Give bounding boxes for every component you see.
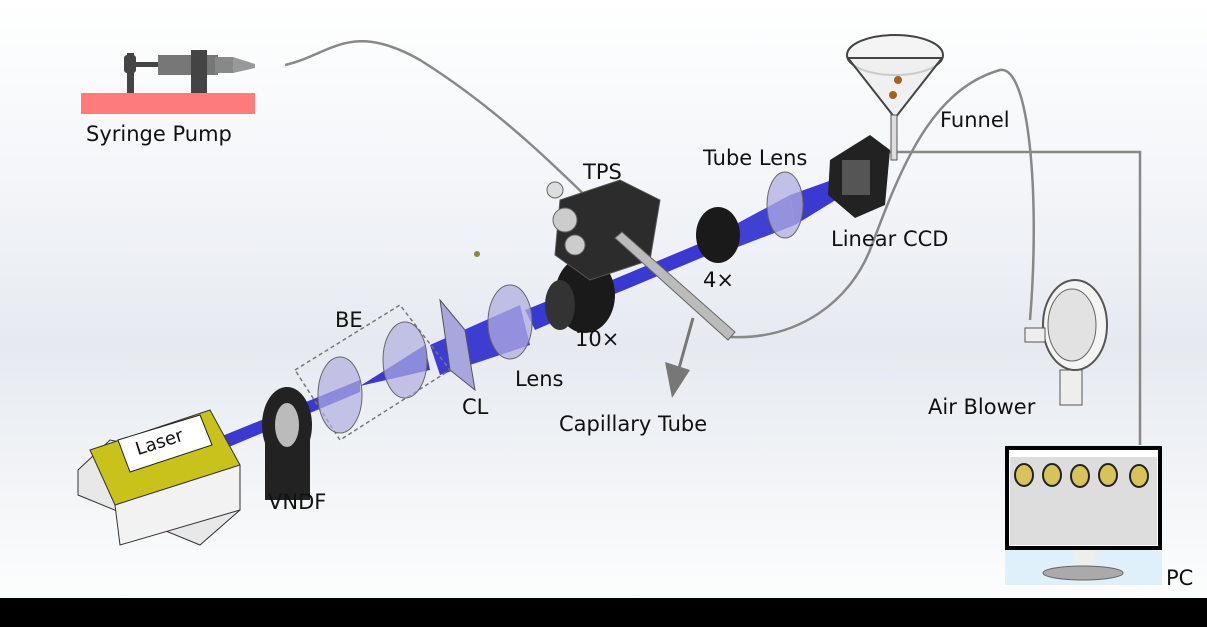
linear-ccd-icon [828, 135, 890, 218]
syringe-tube-wire [284, 40, 641, 251]
debris-dot [474, 251, 480, 257]
beam-expander-box [293, 304, 452, 442]
arrow-icon [665, 317, 695, 398]
lens-icon [487, 284, 533, 360]
objective-4x-icon [696, 207, 740, 263]
label-lens: Lens [515, 367, 564, 391]
label-tps: TPS [583, 160, 622, 184]
tps-stage-icon [546, 179, 661, 281]
cylindrical-lens-icon [439, 298, 476, 392]
label-capillary-tube: Capillary Tube [559, 412, 708, 436]
laser-icon [77, 409, 241, 546]
label-be: BE [335, 308, 363, 332]
label-air-blower: Air Blower [928, 395, 1036, 419]
air-blower-icon [1024, 279, 1108, 406]
label-cl: CL [462, 395, 489, 419]
label-syringe-pump: Syringe Pump [86, 122, 232, 146]
label-10x: 10× [575, 327, 620, 351]
funnel-icon [845, 34, 945, 161]
pc-monitor-icon [1005, 445, 1162, 585]
label-funnel: Funnel [940, 108, 1010, 132]
vndf-icon [262, 387, 312, 500]
capillary-return-wire [729, 68, 1035, 339]
label-4x: 4× [703, 268, 734, 292]
ccd-pc-cable [880, 150, 1142, 447]
capillary-tube-icon [614, 231, 736, 341]
label-tube-lens: Tube Lens [703, 146, 808, 170]
tube-lens-icon [766, 171, 804, 239]
label-linear-ccd: Linear CCD [831, 227, 949, 251]
label-vndf: VNDF [268, 490, 327, 514]
syringe-pump-icon [81, 50, 255, 114]
label-pc: PC [1166, 566, 1194, 590]
bottom-black-bar [0, 598, 1207, 627]
